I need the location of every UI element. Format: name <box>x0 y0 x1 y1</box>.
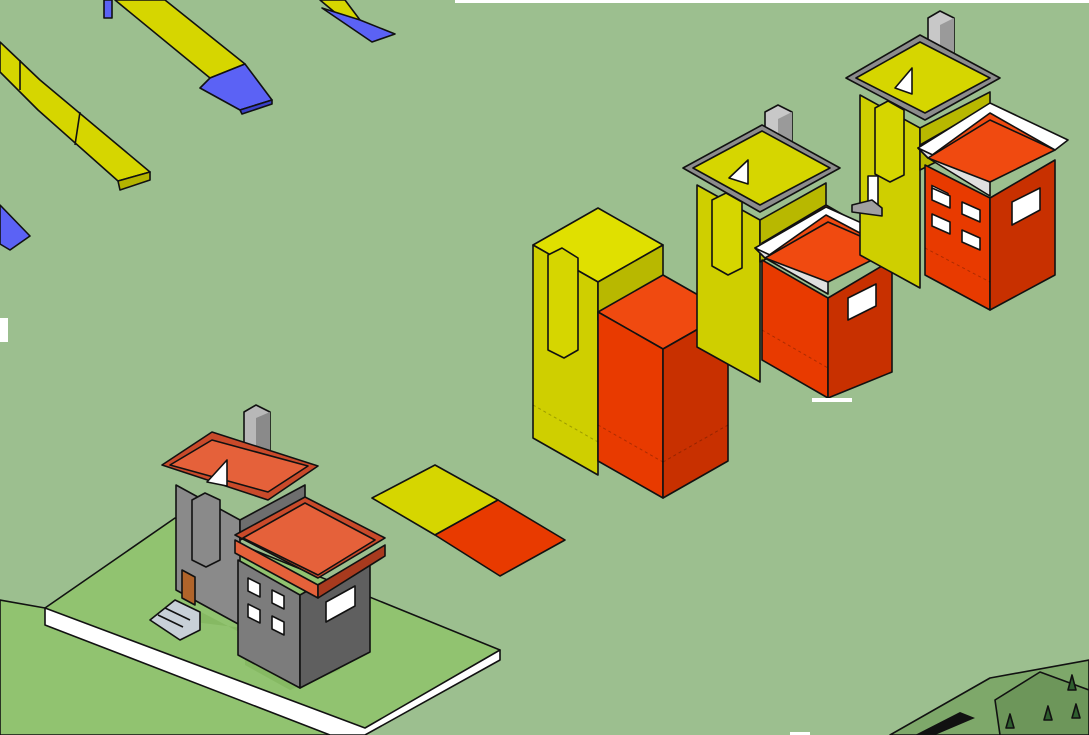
top-edge-strip <box>455 0 1089 3</box>
color-swatch-tile[interactable] <box>372 465 565 576</box>
landscape-edge <box>790 660 1089 735</box>
cut-edge <box>812 398 852 402</box>
finished-house-model[interactable] <box>0 405 500 735</box>
house-model-tall-yellow-red[interactable] <box>846 11 1068 310</box>
left-edge-strip <box>0 318 8 342</box>
